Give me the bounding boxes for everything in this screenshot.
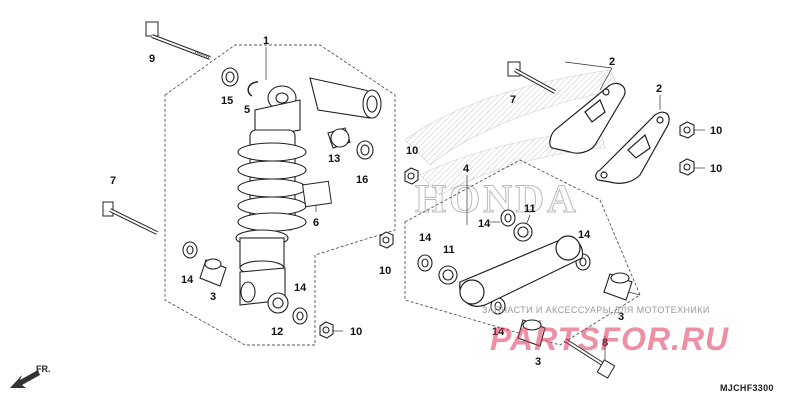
callout-10-a: 10	[406, 145, 418, 157]
watermark-site: PARTSFOR.RU	[490, 321, 729, 357]
callout-1: 1	[263, 35, 269, 47]
callout-5: 5	[244, 104, 250, 116]
bearing-12	[267, 292, 289, 314]
seal-15	[221, 67, 239, 87]
callout-7-b: 7	[510, 94, 516, 106]
watermark-tagline: ЗАПЧАСТИ И АКСЕССУАРЫ ДЛЯ МОТОТЕХНИКИ	[482, 305, 710, 315]
callout-14-f: 14	[492, 326, 505, 338]
bearings	[267, 222, 533, 314]
callout-7-a: 7	[110, 175, 116, 187]
callout-16: 16	[356, 174, 368, 186]
label-sticker-6	[302, 180, 332, 208]
collars	[199, 258, 633, 347]
callout-12: 12	[271, 326, 283, 338]
bolt-7-left	[102, 201, 158, 235]
bolt-7-right	[507, 61, 556, 94]
bearing-11-b	[513, 222, 533, 242]
bracket-plates	[549, 82, 670, 184]
nut-10-e	[319, 321, 334, 339]
callout-10-c: 10	[710, 125, 722, 137]
callout-11-b: 11	[524, 203, 536, 215]
callout-15: 15	[221, 95, 233, 107]
rear-shock-absorber	[235, 77, 382, 306]
seal-14-d	[500, 209, 516, 227]
front-arrow-icon	[10, 370, 40, 388]
callout-11-a: 11	[443, 244, 455, 256]
circlip-5	[247, 81, 259, 97]
callout-14-e: 14	[578, 229, 591, 241]
bracket-2-a	[549, 82, 626, 154]
honda-wordmark: HONDA	[415, 176, 579, 221]
nut-10-a	[404, 167, 419, 185]
callout-3-b: 3	[618, 311, 624, 323]
nut-10-d	[679, 158, 695, 176]
nut-10-c	[679, 121, 695, 139]
callout-8: 8	[602, 337, 608, 349]
collar-3-a	[199, 258, 227, 287]
front-label: FR.	[36, 364, 51, 374]
shock-assembly-outline	[164, 44, 396, 346]
link-assembly-outline	[404, 159, 641, 346]
bracket-2-b	[595, 111, 670, 184]
callout-10-b: 10	[379, 265, 391, 277]
front-direction-indicator: FR.	[10, 364, 51, 388]
seal-14-c	[417, 254, 433, 272]
bolt-8	[563, 338, 616, 379]
callout-9: 9	[149, 53, 155, 65]
callout-labels: 1 2 2 3 3 3 4 5 6 7 7 8 9 10 10 10 10 10…	[110, 35, 722, 368]
nut-10-b	[379, 231, 394, 249]
seal-14-b	[292, 307, 308, 325]
seal-14-a	[182, 241, 198, 259]
callout-14-a: 14	[181, 274, 194, 286]
nuts	[319, 121, 695, 339]
washers	[182, 67, 591, 325]
site-watermark: ЗАПЧАСТИ И АКСЕССУАРЫ ДЛЯ МОТОТЕХНИКИ PA…	[482, 305, 729, 357]
callout-3-c: 3	[535, 356, 541, 368]
bolt-9	[145, 21, 211, 60]
collar-13	[327, 127, 351, 149]
callout-13: 13	[328, 153, 340, 165]
callout-3-a: 3	[210, 291, 216, 303]
callout-14-d: 14	[478, 218, 491, 230]
collar-3-c	[517, 319, 546, 347]
shock-link-4	[459, 235, 584, 307]
seal-16	[356, 140, 374, 160]
callout-2-b: 2	[656, 83, 662, 95]
callout-2-a: 2	[609, 56, 615, 68]
callout-10-e: 10	[350, 326, 362, 338]
callout-4: 4	[463, 163, 470, 175]
bearing-11-a	[438, 265, 458, 285]
callout-14-b: 14	[294, 282, 307, 294]
callout-14-c: 14	[419, 232, 432, 244]
collar-3-b	[603, 272, 633, 301]
callout-10-d: 10	[710, 163, 722, 175]
diagram-ref-code: MJCHF3300	[720, 383, 774, 393]
callout-6: 6	[313, 217, 319, 229]
